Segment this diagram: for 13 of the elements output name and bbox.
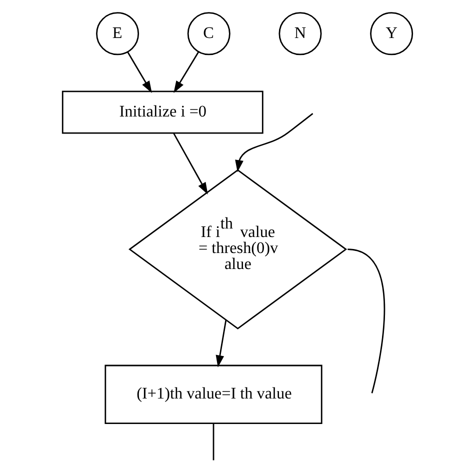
connector	[212, 423, 214, 460]
node-circle: E	[96, 12, 139, 56]
node-box: (I+1)th value=I th value	[104, 364, 322, 424]
arrow	[126, 52, 152, 93]
node-circle: Y	[370, 12, 413, 56]
arrow	[173, 52, 198, 93]
arrow	[172, 132, 208, 194]
node-box: Initialize i =0	[61, 90, 263, 134]
node-circle: C	[186, 12, 230, 56]
connector	[347, 248, 384, 394]
arrow	[234, 113, 313, 172]
node-circle: N	[278, 12, 322, 56]
arrow	[215, 320, 226, 368]
